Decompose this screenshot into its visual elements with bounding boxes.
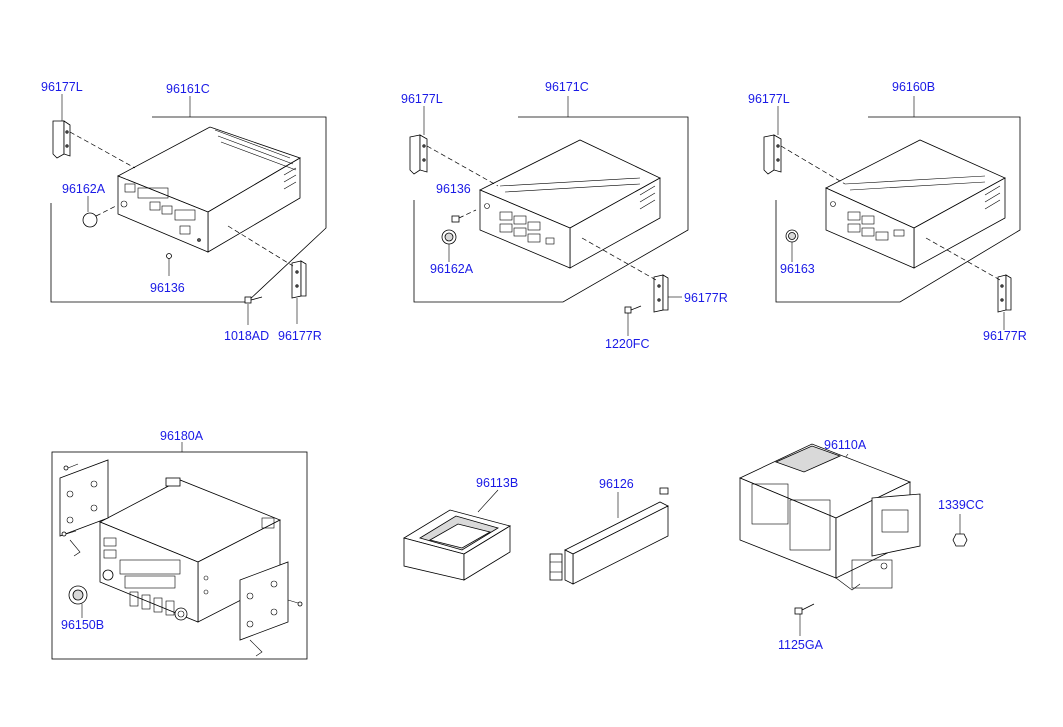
- bracket-96177r-a: [291, 260, 307, 299]
- callout-96150b[interactable]: 96150B: [61, 618, 104, 632]
- bolt-1018ad: [244, 296, 263, 325]
- assembly-96160b: [763, 96, 1021, 330]
- callout-1125ga[interactable]: 1125GA: [778, 638, 824, 652]
- knob-96162a-b: [441, 229, 457, 245]
- callout-1220fc[interactable]: 1220FC: [605, 337, 649, 351]
- callout-96177r-a[interactable]: 96177R: [278, 329, 322, 343]
- bracket-right-96180a: [239, 561, 303, 657]
- callout-96163[interactable]: 96163: [780, 262, 815, 276]
- callout-96136-a[interactable]: 96136: [150, 281, 185, 295]
- callout-96136-b[interactable]: 96136: [436, 182, 471, 196]
- bracket-96177r-c: [997, 274, 1012, 313]
- callout-96126[interactable]: 96126: [599, 477, 634, 491]
- bracket-left-96180a: [59, 459, 109, 557]
- radio-unit-96171c: [479, 139, 661, 269]
- assembly-96171c: [409, 96, 689, 336]
- callout-96162a-a[interactable]: 96162A: [62, 182, 106, 196]
- callout-96177r-c[interactable]: 96177R: [983, 329, 1027, 343]
- callout-96177l-b[interactable]: 96177L: [401, 92, 443, 106]
- part-96113b: [402, 489, 512, 581]
- callout-96177r-b[interactable]: 96177R: [684, 291, 728, 305]
- radio-unit-96161c: [117, 126, 301, 253]
- assembly-96161c: [50, 94, 327, 325]
- nut-1339cc: [952, 514, 968, 547]
- knob-96163: [785, 229, 799, 243]
- callout-96171c[interactable]: 96171C: [545, 80, 589, 94]
- screw-96136-a: [166, 253, 172, 276]
- bracket-96177l-a: [52, 120, 71, 159]
- callout-96113b[interactable]: 96113B: [476, 476, 518, 490]
- part-96110a: [739, 443, 968, 636]
- callout-labels: 96177L 96161C 96162A 96136 1018AD 96177R…: [41, 80, 1027, 652]
- callout-96161c[interactable]: 96161C: [166, 82, 210, 96]
- knob-96150b: [68, 585, 88, 605]
- radio-unit-96180a: [99, 477, 281, 623]
- assembly-96180a: [51, 442, 308, 660]
- bracket-96177r-b: [653, 274, 669, 313]
- callout-96180a[interactable]: 96180A: [160, 429, 204, 443]
- callout-96162a-b[interactable]: 96162A: [430, 262, 474, 276]
- screw-96136-b: [451, 209, 477, 223]
- callout-96160b[interactable]: 96160B: [892, 80, 935, 94]
- bracket-96177l-b: [409, 134, 428, 175]
- callout-96177l-a[interactable]: 96177L: [41, 80, 83, 94]
- knob-96162a-a: [82, 205, 117, 228]
- callout-96110a[interactable]: 96110A: [824, 438, 867, 452]
- bolt-1125ga: [794, 603, 815, 636]
- callout-1018ad[interactable]: 1018AD: [224, 329, 269, 343]
- bracket-96177l-c: [763, 134, 782, 175]
- callout-1339cc[interactable]: 1339CC: [938, 498, 984, 512]
- callout-96177l-c[interactable]: 96177L: [748, 92, 790, 106]
- part-96126: [549, 487, 669, 585]
- bolt-1220fc: [624, 305, 642, 336]
- radio-unit-96160b: [825, 139, 1006, 269]
